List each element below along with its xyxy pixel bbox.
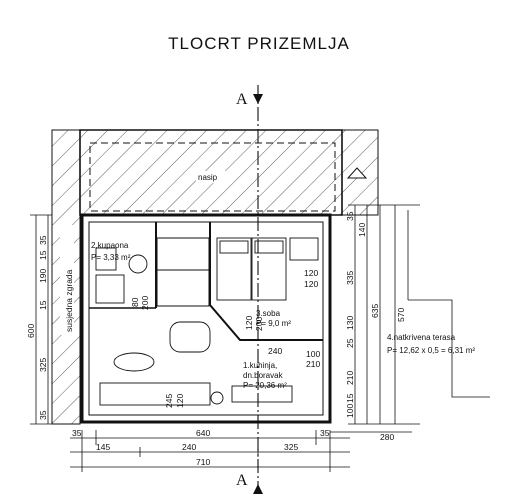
opening-label: 80	[130, 297, 140, 307]
room-area: P= 9,0 m²	[256, 319, 291, 328]
kitchen-area: P= 20,36 m²	[243, 381, 287, 390]
terrace-area: P= 12,62 x 0,5 = 6,31 m²	[387, 346, 475, 355]
left-dimension-labels: 35 15 190 15 325 35 600	[26, 235, 48, 420]
dim-bottom-total: 710	[196, 457, 210, 467]
section-marker-top: A	[236, 91, 248, 108]
opening-label: 200	[254, 317, 264, 331]
dim-right-total: 635	[370, 304, 380, 318]
dim-left: 190	[38, 269, 48, 283]
dim-right-far: 570	[396, 308, 406, 322]
opening-label: 100	[306, 349, 320, 359]
dim-right: 35	[345, 211, 355, 221]
dim-left: 35	[38, 235, 48, 245]
opening-label: 210	[306, 359, 320, 369]
dim-bottom: 35	[72, 428, 82, 438]
opening-label: 240	[268, 346, 282, 356]
opening-label: 120	[304, 268, 318, 278]
dim-right: 130	[345, 316, 355, 330]
dim-left: 325	[38, 358, 48, 372]
dim-bottom: 240	[182, 442, 196, 452]
dim-left: 15	[38, 300, 48, 310]
opening-label: 200	[140, 296, 150, 310]
dim-left: 15	[38, 250, 48, 260]
kitchen-name-2: dn.boravak	[243, 371, 284, 380]
opening-label: 245	[164, 394, 174, 408]
embankment: nasip	[79, 129, 379, 216]
neighbor-label: susjedna zgrada	[64, 269, 74, 332]
terrace-name: 4.natkrivena terasa	[387, 333, 456, 342]
opening-labels: 120 120 80 200 200 120 240 100 210 120 2…	[130, 268, 320, 408]
plan-title: TLOCRT PRIZEMLJA	[168, 34, 350, 53]
dim-bottom: 640	[196, 428, 210, 438]
fill-label: nasip	[198, 173, 218, 182]
dim-left: 35	[38, 410, 48, 420]
dim-right: 210	[345, 371, 355, 385]
dim-right-bottom: 280	[380, 432, 394, 442]
right-dimension-labels: 35 140 335 130 25 210 15 100 635 570 280	[345, 211, 406, 442]
section-marker-bottom: A	[236, 472, 248, 489]
dim-right: 335	[345, 271, 355, 285]
dim-right: 15	[345, 393, 355, 403]
kitchen-name: 1.kuhinja,	[243, 361, 277, 370]
dim-right: 140	[357, 223, 367, 237]
bottom-dimensions	[70, 430, 350, 472]
right-dimensions	[330, 204, 490, 433]
dim-bottom: 145	[96, 442, 110, 452]
opening-label: 120	[244, 316, 254, 330]
neighbor-wall: susjedna zgrada	[51, 129, 81, 425]
dim-right: 100	[345, 404, 355, 418]
dim-right: 25	[345, 338, 355, 348]
building-walls	[80, 213, 332, 424]
bathroom-area: P= 3,33 m²	[91, 253, 131, 262]
opening-label: 120	[304, 279, 318, 289]
opening-label: 120	[175, 394, 185, 408]
left-dimensions	[30, 214, 52, 425]
room-labels: 2.kupaona P= 3,33 m² 3.soba P= 9,0 m² 1.…	[91, 241, 475, 390]
bathroom-name: 2.kupaona	[91, 241, 129, 250]
furniture	[95, 237, 319, 406]
bottom-dimension-labels: 35 640 35 145 240 325 710	[72, 428, 330, 467]
dim-bottom: 325	[284, 442, 298, 452]
dim-left-total: 600	[26, 324, 36, 338]
dim-bottom: 35	[320, 428, 330, 438]
room-name: 3.soba	[256, 309, 281, 318]
